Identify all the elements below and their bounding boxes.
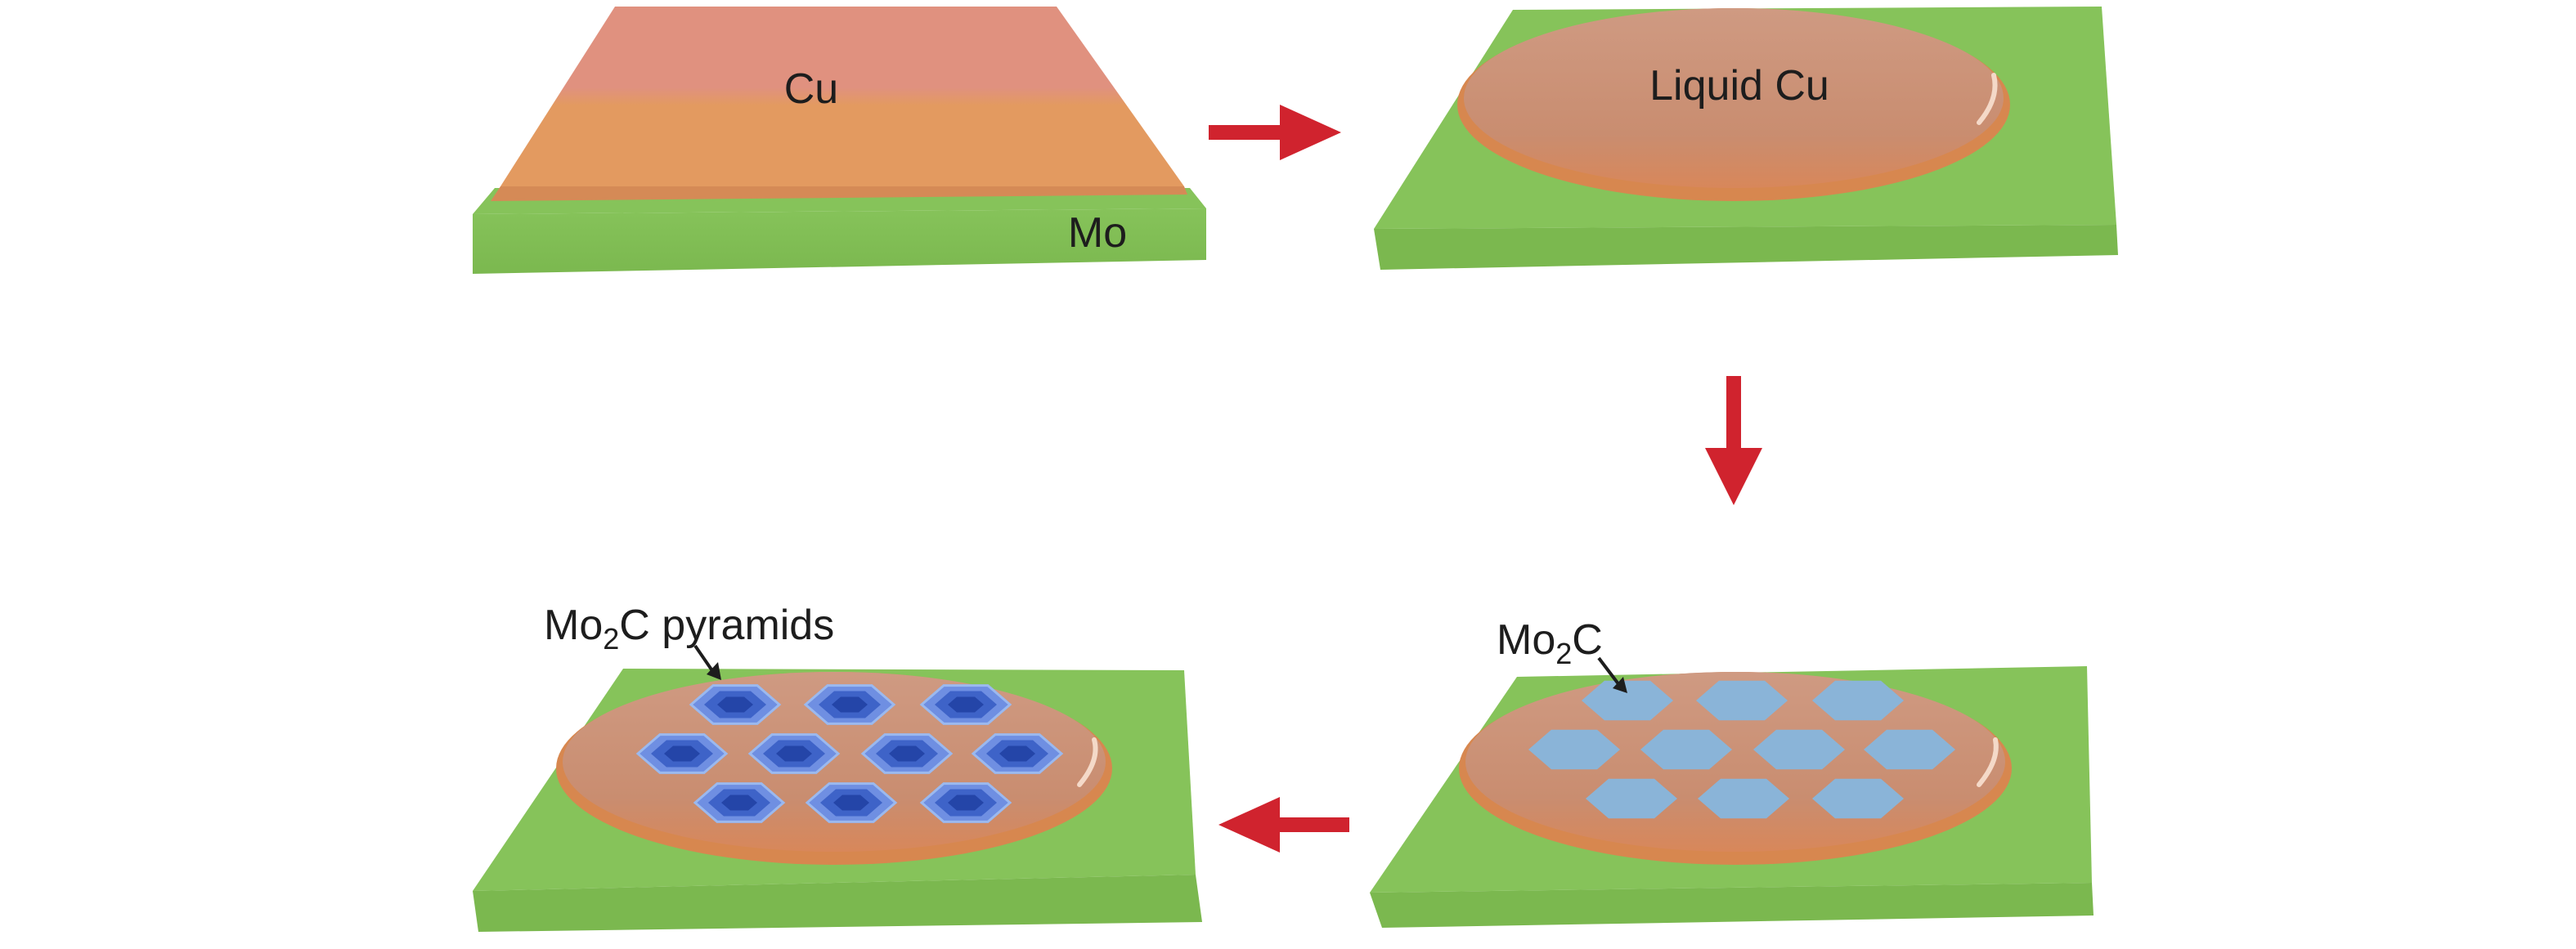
mo2c-nucleus	[1864, 729, 1955, 770]
panel-mo2c-pyramids: Mo2C pyramids	[473, 602, 1202, 932]
mo2c-nucleus	[1640, 729, 1732, 770]
arrow-right	[1209, 105, 1341, 160]
label-pyr-base: Mo	[544, 602, 603, 649]
droplet-highlight-3	[1977, 737, 1999, 787]
mo2c-nucleus	[1698, 778, 1789, 819]
cu-layer-top	[500, 7, 1184, 186]
pyramid-pointer-arrow	[693, 644, 715, 674]
liquid-cu-droplet	[1464, 8, 2004, 188]
mo2c-nucleus	[1582, 680, 1673, 721]
mo2c-pointer-arrow	[1597, 656, 1621, 687]
panel-mo2c-nuclei: Mo2C	[1370, 616, 2094, 928]
mo2c-pyramids-group	[635, 684, 1064, 823]
mo2c-pyramid-apex	[664, 745, 700, 762]
mo2c-nucleus	[1812, 778, 1904, 819]
cu-layer-edge	[491, 186, 1187, 201]
label-mo2c: Mo2C	[1497, 616, 1603, 670]
mo-slab-front-3	[1370, 883, 2094, 928]
label-mo2c-sub: 2	[1555, 637, 1572, 670]
mo2c-pyramid-apex	[833, 795, 869, 811]
mo2c-nucleus	[1696, 680, 1788, 721]
panel-liquid-cu: Liquid Cu	[1374, 7, 2118, 270]
mo2c-nucleus	[1812, 680, 1904, 721]
mo2c-pyramid-apex	[889, 745, 925, 762]
mo2c-pyramid-apex	[721, 795, 757, 811]
pyramid-pointer-head	[707, 662, 721, 680]
mo2c-pyramid-apex	[832, 696, 868, 713]
mo2c-nucleus	[1753, 729, 1845, 770]
mo2c-pyramid-apex	[948, 696, 984, 713]
label-mo2c-base: Mo	[1497, 616, 1555, 664]
mo2c-nucleus	[1528, 729, 1620, 770]
mo-slab-front	[473, 208, 1206, 274]
mo2c-nuclei-group	[1528, 680, 1955, 819]
mo2c-pyramid-apex	[776, 745, 812, 762]
label-mo: Mo	[1068, 209, 1127, 257]
mo2c-pyramid-apex	[999, 745, 1035, 762]
label-mo2c-pyramids: Mo2C pyramids	[544, 602, 834, 656]
mo2c-pointer-head	[1613, 677, 1627, 693]
panel-cu-on-mo: Cu Mo	[473, 7, 1206, 274]
label-mo2c-tail: C	[1572, 616, 1603, 664]
droplet-highlight-4	[1077, 737, 1098, 787]
droplet-highlight	[1977, 73, 1998, 125]
label-cu: Cu	[784, 65, 838, 113]
mo2c-nucleus	[1586, 778, 1677, 819]
arrow-down	[1705, 376, 1762, 505]
mo2c-pyramid-apex	[948, 795, 984, 811]
arrow-left	[1218, 797, 1349, 853]
mo-slab-front-4	[473, 875, 1202, 932]
label-liquid-cu: Liquid Cu	[1649, 62, 1829, 110]
label-pyr-tail: C pyramids	[619, 602, 834, 649]
label-pyr-sub: 2	[603, 622, 619, 656]
mo2c-pyramid-apex	[717, 696, 753, 713]
mo-slab-front-2	[1374, 225, 2118, 270]
